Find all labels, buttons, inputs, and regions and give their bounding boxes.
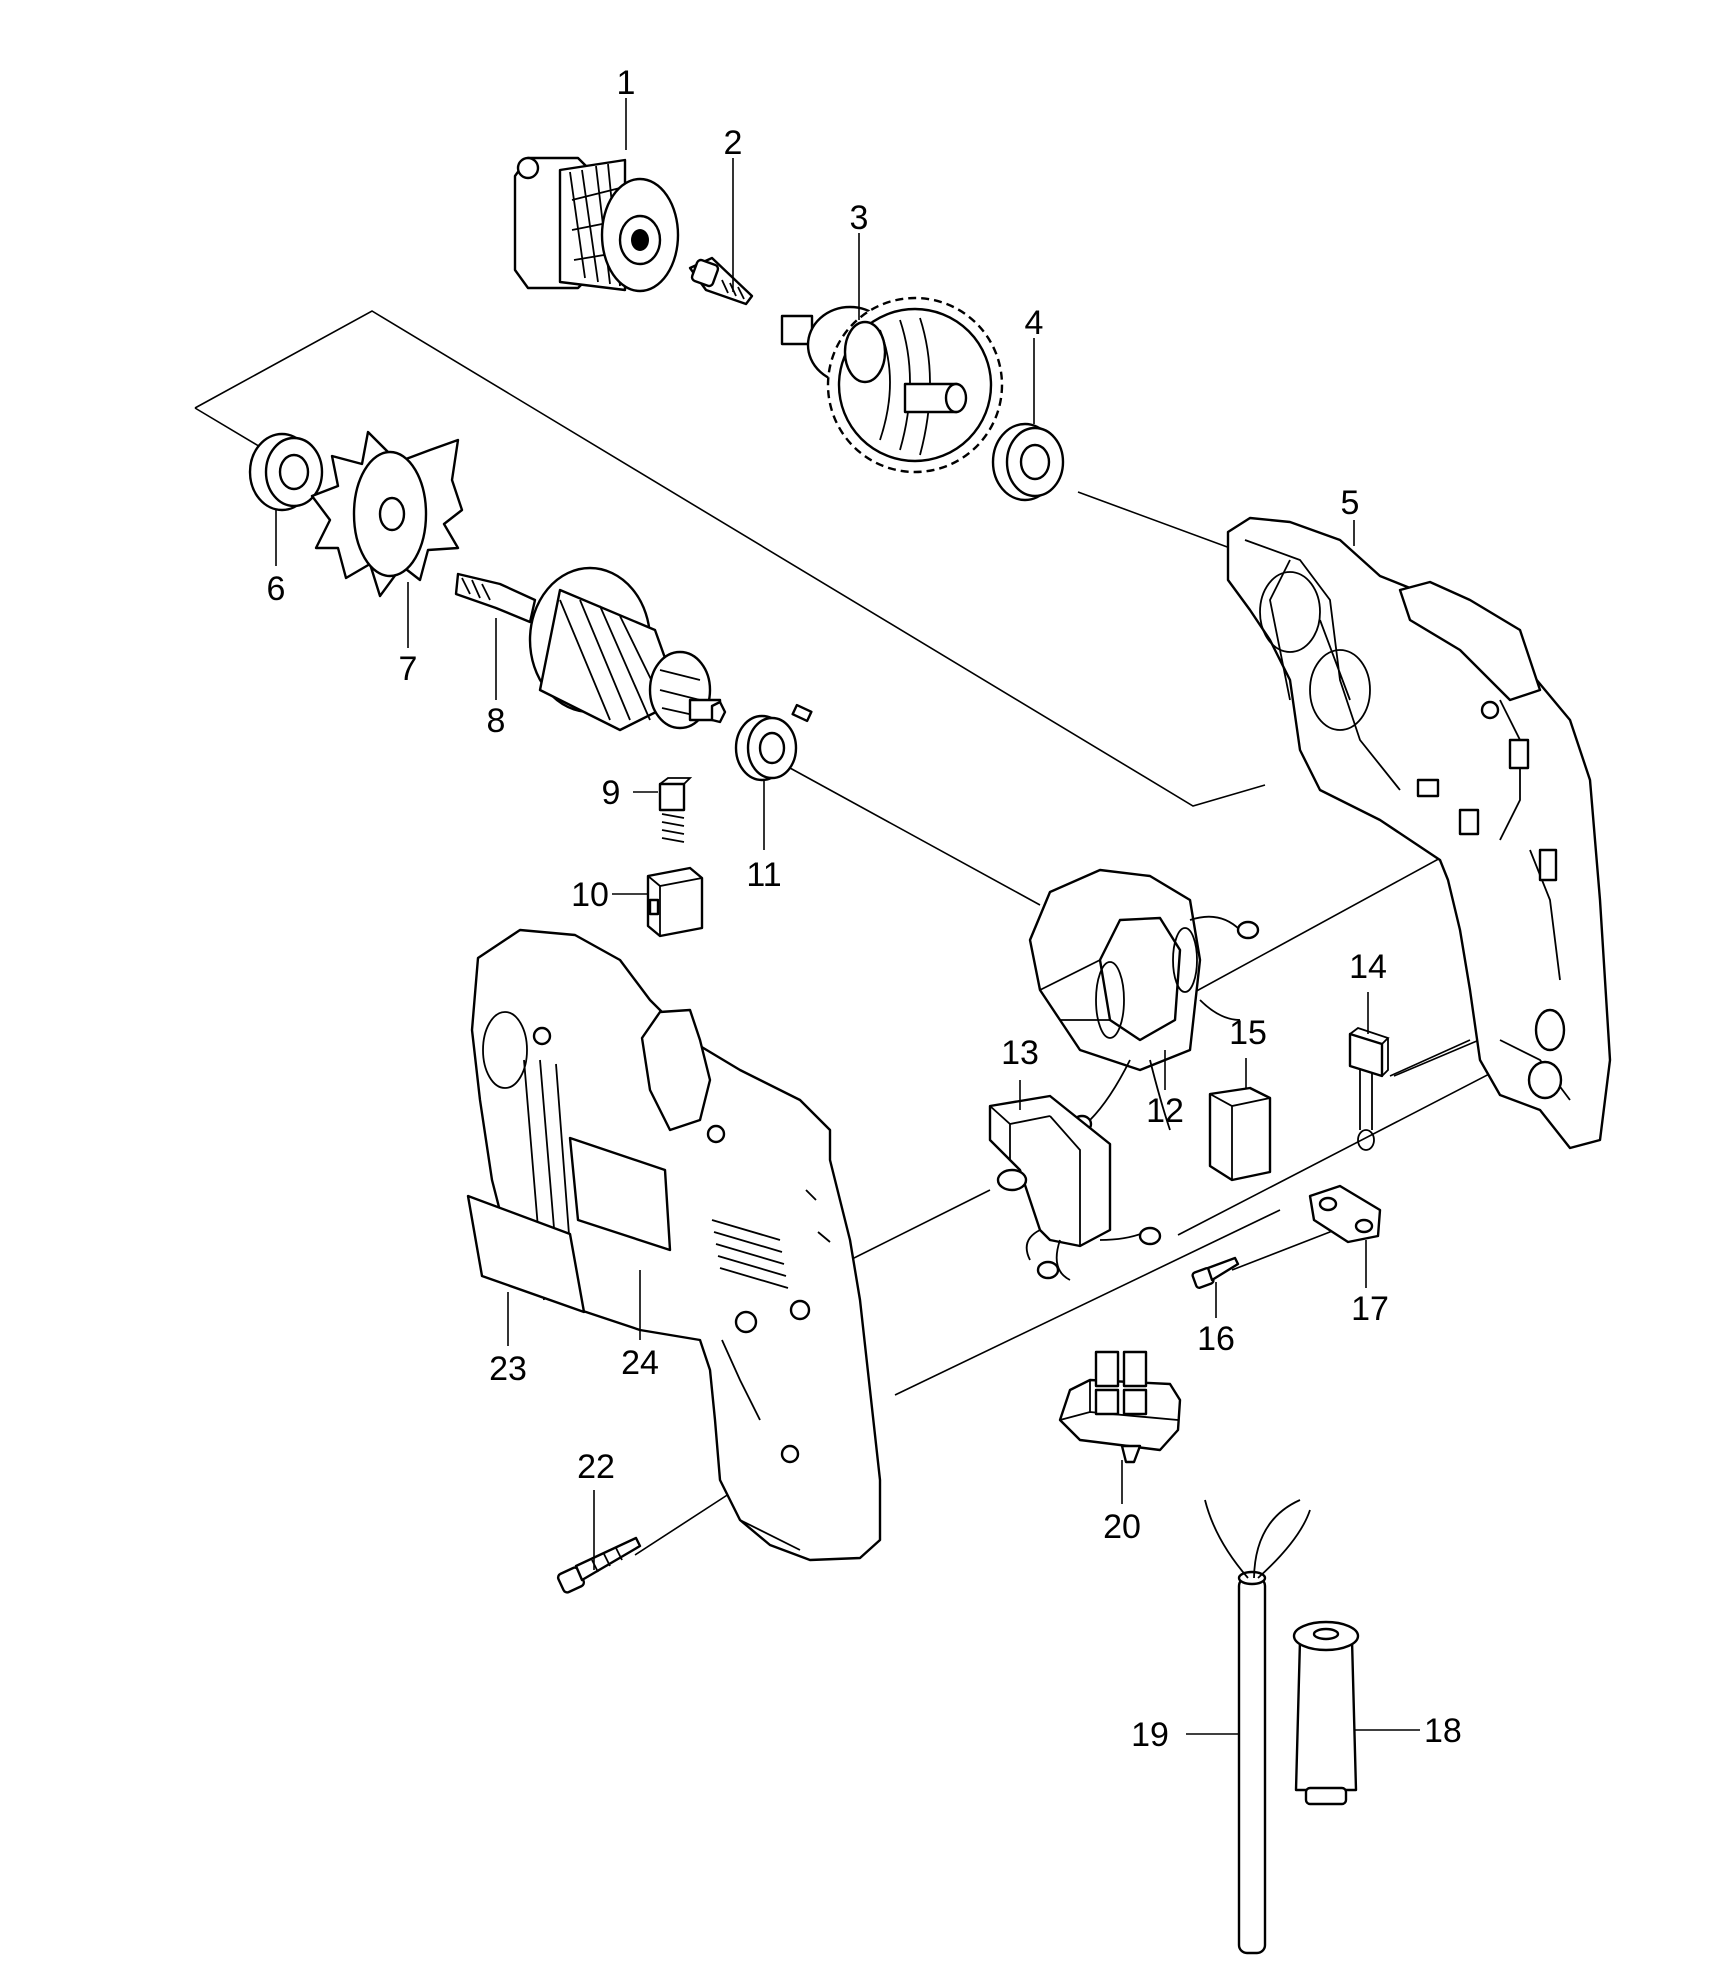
part-label-4: 4 xyxy=(1025,304,1044,342)
part-label-17: 17 xyxy=(1351,1290,1389,1328)
ball-bearing-6 xyxy=(248,432,324,512)
tapping-screw xyxy=(1191,1256,1240,1289)
part-label-5: 5 xyxy=(1341,484,1360,522)
armature xyxy=(454,566,727,732)
part-label-2: 2 xyxy=(724,124,743,162)
part-label-6: 6 xyxy=(267,570,286,608)
part-label-16: 16 xyxy=(1197,1320,1235,1358)
ball-bearing-11 xyxy=(734,714,798,782)
part-label-11: 11 xyxy=(746,856,781,894)
terminal-block xyxy=(1058,1350,1182,1464)
part-label-23: 23 xyxy=(489,1350,527,1388)
cord-guard xyxy=(1292,1620,1360,1806)
part-label-3: 3 xyxy=(850,199,869,237)
cooling-fan xyxy=(310,430,464,598)
power-cord xyxy=(1204,1499,1311,1955)
name-plate xyxy=(466,1194,586,1314)
part-label-9: 9 xyxy=(602,774,621,812)
part-label-20: 20 xyxy=(1103,1508,1141,1546)
part-label-22: 22 xyxy=(577,1448,615,1486)
part-label-8: 8 xyxy=(487,702,506,740)
strain-relief xyxy=(1308,1184,1382,1244)
ball-bearing-4 xyxy=(991,422,1065,502)
callout-leaders xyxy=(275,98,1420,1735)
part-label-12: 12 xyxy=(1146,1092,1184,1130)
part-label-14: 14 xyxy=(1349,948,1387,986)
part-label-7: 7 xyxy=(399,650,418,688)
chuck-screw xyxy=(688,256,754,306)
housing-set xyxy=(470,928,882,1562)
key-pin xyxy=(791,703,813,723)
part-label-15: 15 xyxy=(1229,1014,1267,1052)
motor-housing xyxy=(1226,516,1612,1150)
part-labels: 1 2 3 4 5 6 7 8 9 10 11 12 13 14 15 16 1… xyxy=(267,64,1462,1754)
part-label-24: 24 xyxy=(621,1344,659,1382)
part-label-19: 19 xyxy=(1131,1716,1169,1754)
rubber-pad xyxy=(1208,1086,1272,1182)
spindle-gear xyxy=(780,296,1004,474)
housing-screw xyxy=(556,1536,642,1594)
noise-suppressor xyxy=(1348,1026,1390,1151)
trigger-switch xyxy=(988,1094,1162,1281)
brush-holder xyxy=(646,866,704,938)
carbon-brush xyxy=(658,777,693,843)
assembly-guide-lines xyxy=(194,310,1556,1556)
part-label-13: 13 xyxy=(1001,1034,1039,1072)
part-label-18: 18 xyxy=(1424,1712,1462,1750)
field-stator xyxy=(1028,868,1260,1134)
part-label-1: 1 xyxy=(617,64,636,102)
part-label-10: 10 xyxy=(571,876,609,914)
drill-chuck xyxy=(513,156,680,293)
